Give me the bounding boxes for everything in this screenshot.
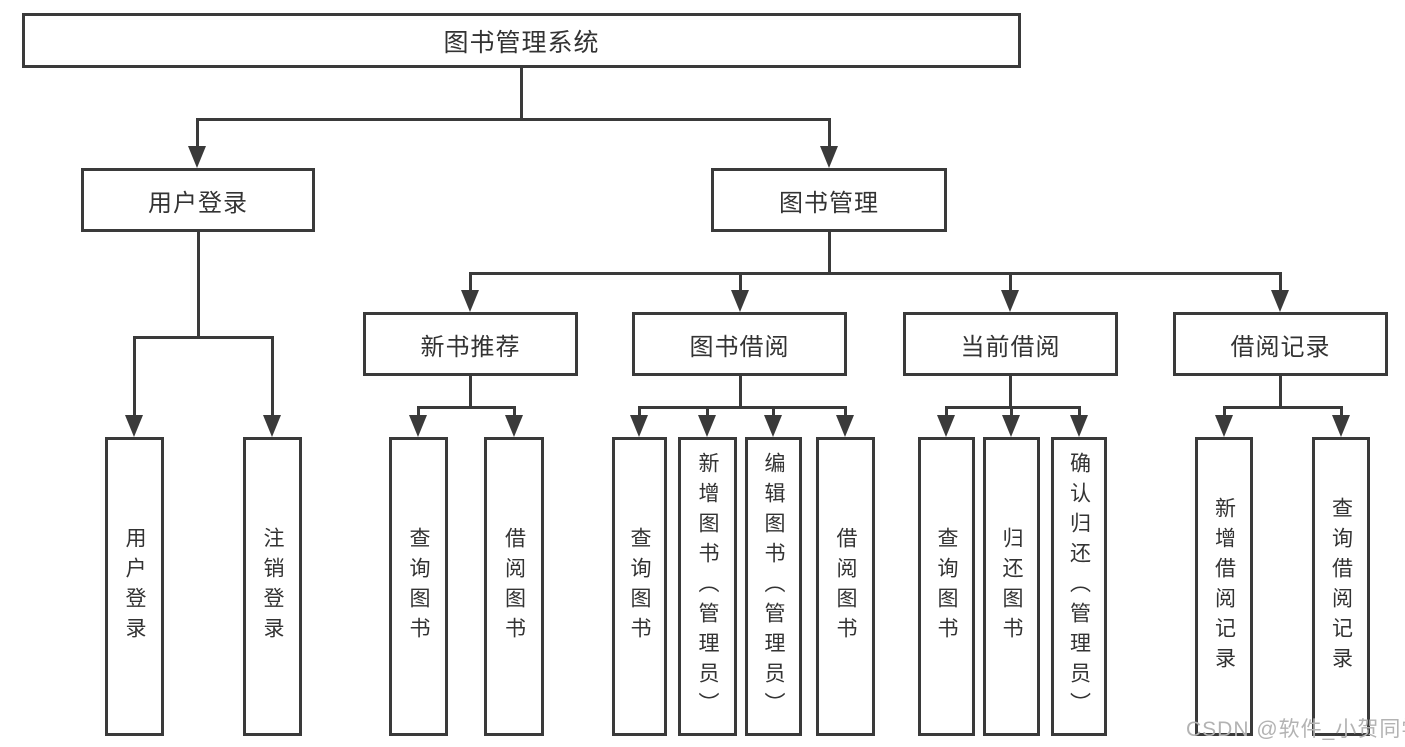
connector-line [469, 272, 1282, 275]
connector-line [1223, 406, 1342, 409]
connector-line [638, 406, 847, 409]
node-record-query-record: 查询借阅记录 [1312, 437, 1370, 736]
node-borrow-edit-book-admin: 编辑图书（管理员） [745, 437, 802, 736]
node-record-add-record-label: 新增借阅记录 [1212, 496, 1236, 677]
node-user-login: 用户登录 [81, 168, 315, 232]
connector-line [828, 118, 831, 151]
node-borrow-edit-book-admin-label: 编辑图书（管理员） [762, 451, 785, 722]
arrowhead-down-icon [1070, 415, 1088, 437]
node-current-confirm-return-admin: 确认归还（管理员） [1051, 437, 1107, 736]
node-recommend-borrow-book-label: 借阅图书 [502, 526, 526, 647]
connector-line [133, 336, 136, 419]
node-book-borrow-label: 图书借阅 [689, 333, 790, 361]
arrowhead-down-icon [188, 146, 206, 168]
node-borrow-query-book: 查询图书 [612, 437, 667, 736]
node-borrow-add-book-admin-label: 新增图书（管理员） [696, 451, 719, 722]
node-current-confirm-return-admin-label: 确认归还（管理员） [1067, 451, 1091, 722]
connector-line [469, 272, 472, 296]
arrowhead-down-icon [461, 290, 479, 312]
connector-line [520, 68, 523, 118]
node-recommend-borrow-book: 借阅图书 [484, 437, 544, 736]
node-borrow-borrow-book: 借阅图书 [816, 437, 875, 736]
connector-line [1009, 272, 1012, 296]
connector-line [196, 118, 199, 151]
connector-line [197, 232, 200, 339]
connector-line [1078, 406, 1081, 418]
arrowhead-down-icon [764, 415, 782, 437]
node-borrow-record-label: 借阅记录 [1230, 333, 1331, 361]
connector-line [772, 406, 775, 418]
connector-line [133, 336, 274, 339]
node-current-query-book: 查询图书 [918, 437, 975, 736]
node-user-login-action: 用户登录 [105, 437, 164, 736]
arrowhead-down-icon [1002, 415, 1020, 437]
connector-line [1010, 406, 1013, 418]
connector-line [417, 406, 516, 409]
node-user-login-label: 用户登录 [148, 189, 248, 217]
connector-line [469, 376, 472, 409]
connector-line [1279, 272, 1282, 296]
node-borrow-query-book-label: 查询图书 [628, 526, 651, 647]
connector-line [1279, 376, 1282, 409]
csdn-watermark: CSDN @软件_小贺同学 [1186, 718, 1405, 741]
node-current-borrow-label: 当前借阅 [960, 333, 1061, 361]
node-borrow-borrow-book-label: 借阅图书 [834, 526, 857, 647]
connector-line [513, 406, 516, 418]
arrowhead-down-icon [836, 415, 854, 437]
connector-line [196, 118, 831, 121]
node-book-management: 图书管理 [711, 168, 947, 232]
node-current-borrow: 当前借阅 [903, 312, 1118, 376]
arrowhead-down-icon [731, 290, 749, 312]
arrowhead-down-icon [263, 415, 281, 437]
connector-line [706, 406, 709, 418]
node-root-label: 图书管理系统 [443, 28, 600, 57]
arrowhead-down-icon [820, 146, 838, 168]
connector-line [1340, 406, 1343, 418]
arrowhead-down-icon [409, 415, 427, 437]
node-current-return-book: 归还图书 [983, 437, 1040, 736]
node-borrow-record: 借阅记录 [1173, 312, 1388, 376]
arrowhead-down-icon [630, 415, 648, 437]
arrowhead-down-icon [505, 415, 523, 437]
node-root-system: 图书管理系统 [22, 13, 1021, 68]
connector-line [1009, 376, 1012, 409]
arrowhead-down-icon [1332, 415, 1350, 437]
arrowhead-down-icon [1001, 290, 1019, 312]
node-user-login-action-label: 用户登录 [123, 526, 146, 647]
connector-line [739, 272, 742, 296]
node-borrow-add-book-admin: 新增图书（管理员） [678, 437, 737, 736]
connector-line [417, 406, 420, 418]
connector-line [739, 376, 742, 409]
node-recommend-query-book: 查询图书 [389, 437, 448, 736]
connector-line [1223, 406, 1226, 418]
connector-line [638, 406, 641, 418]
node-recommend-query-book-label: 查询图书 [407, 526, 430, 647]
node-book-management-label: 图书管理 [779, 189, 879, 217]
node-record-add-record: 新增借阅记录 [1195, 437, 1253, 736]
connector-line [945, 406, 948, 418]
node-record-query-record-label: 查询借阅记录 [1329, 496, 1353, 677]
arrowhead-down-icon [1271, 290, 1289, 312]
node-logout: 注销登录 [243, 437, 302, 736]
node-logout-label: 注销登录 [261, 526, 284, 647]
node-current-return-book-label: 归还图书 [1000, 526, 1023, 647]
connector-line [828, 232, 831, 275]
arrowhead-down-icon [125, 415, 143, 437]
node-new-book-recommend-label: 新书推荐 [420, 333, 521, 361]
arrowhead-down-icon [937, 415, 955, 437]
node-current-query-book-label: 查询图书 [935, 526, 958, 647]
node-book-borrow: 图书借阅 [632, 312, 847, 376]
arrowhead-down-icon [698, 415, 716, 437]
connector-line [271, 336, 274, 419]
arrowhead-down-icon [1215, 415, 1233, 437]
connector-line [844, 406, 847, 418]
node-new-book-recommend: 新书推荐 [363, 312, 578, 376]
